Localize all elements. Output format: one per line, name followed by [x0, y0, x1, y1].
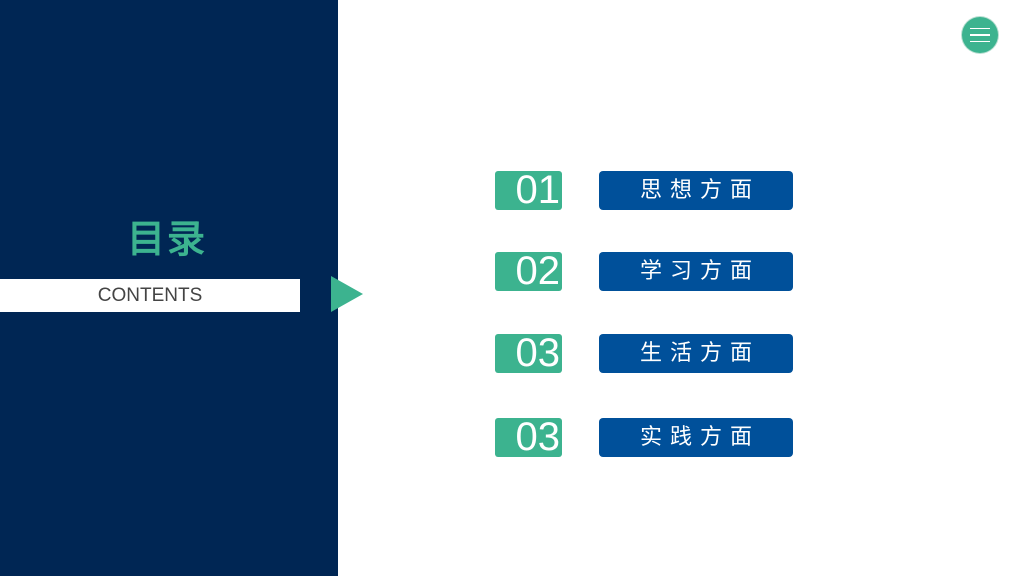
menu-line — [970, 40, 990, 43]
toc-item-4[interactable]: 03 实践方面 — [495, 418, 793, 457]
contents-bar: CONTENTS — [0, 279, 300, 312]
toc-number-3: 03 — [495, 334, 562, 373]
menu-line — [970, 34, 990, 36]
toc-item-2[interactable]: 02 学习方面 — [495, 252, 793, 291]
hamburger-menu-icon[interactable] — [962, 17, 998, 53]
toc-item-1[interactable]: 01 思想方面 — [495, 171, 793, 210]
toc-label-1[interactable]: 思想方面 — [599, 171, 793, 210]
contents-subtitle: CONTENTS — [97, 284, 203, 306]
toc-label-3[interactable]: 生活方面 — [599, 334, 793, 373]
toc-number-1: 01 — [495, 171, 562, 210]
toc-number-4: 03 — [495, 418, 562, 457]
toc-item-3[interactable]: 03 生活方面 — [495, 334, 793, 373]
toc-label-2[interactable]: 学习方面 — [599, 252, 793, 291]
page-title: 目录 — [126, 217, 207, 261]
menu-line — [970, 27, 990, 30]
triangle-right-icon — [331, 276, 363, 312]
toc-number-2: 02 — [495, 252, 562, 291]
toc-label-4[interactable]: 实践方面 — [599, 418, 793, 457]
